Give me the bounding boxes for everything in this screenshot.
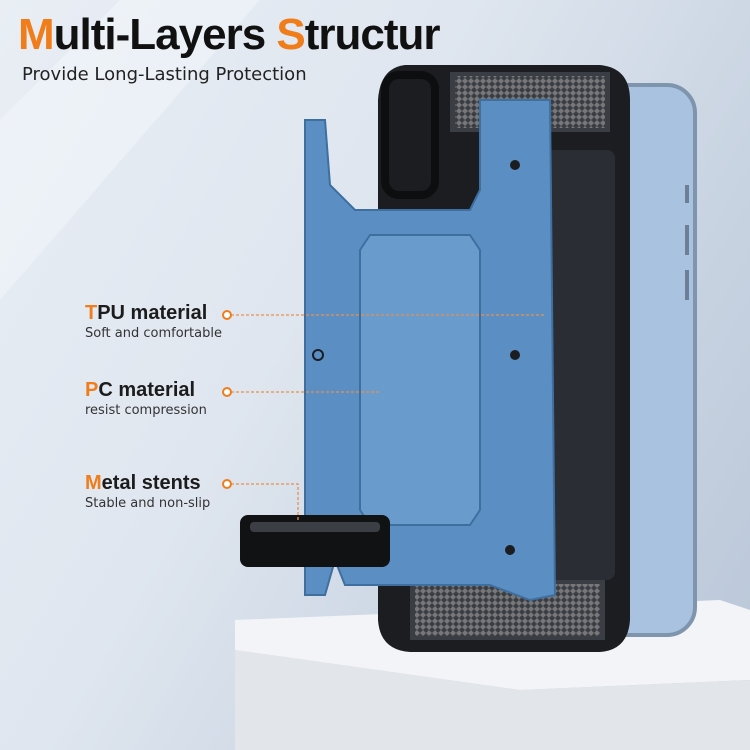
- page-subtitle: Provide Long-Lasting Protection: [22, 64, 307, 85]
- title-text: tructur: [304, 10, 441, 59]
- feature-metal: Metal stents Stable and non-slip: [85, 472, 210, 511]
- feature-subtitle: Stable and non-slip: [85, 496, 211, 511]
- feature-subtitle: resist compression: [85, 403, 207, 418]
- feature-accent: M: [85, 472, 102, 494]
- feature-title: C material: [98, 379, 196, 401]
- page-title: Multi-Layers Structur: [18, 10, 441, 60]
- mesh-bottom: [415, 584, 600, 636]
- callout-dot: [222, 310, 232, 320]
- feature-tpu: TPU material Soft and comfortable: [85, 302, 222, 341]
- callout-dot: [222, 387, 232, 397]
- feature-accent: T: [85, 302, 98, 324]
- title-text: ulti-Layers: [53, 10, 277, 59]
- window-light: [0, 0, 260, 300]
- callout-lines: [231, 314, 545, 520]
- pedestal-front: [235, 650, 750, 750]
- callout-dot: [222, 479, 232, 489]
- feature-accent: P: [85, 379, 99, 401]
- feature-title: etal stents: [101, 472, 201, 494]
- feature-subtitle: Soft and comfortable: [85, 326, 222, 341]
- title-accent: S: [276, 10, 305, 59]
- feature-pc: PC material resist compression: [85, 379, 207, 418]
- title-accent: M: [18, 10, 55, 59]
- feature-title: PU material: [97, 302, 208, 324]
